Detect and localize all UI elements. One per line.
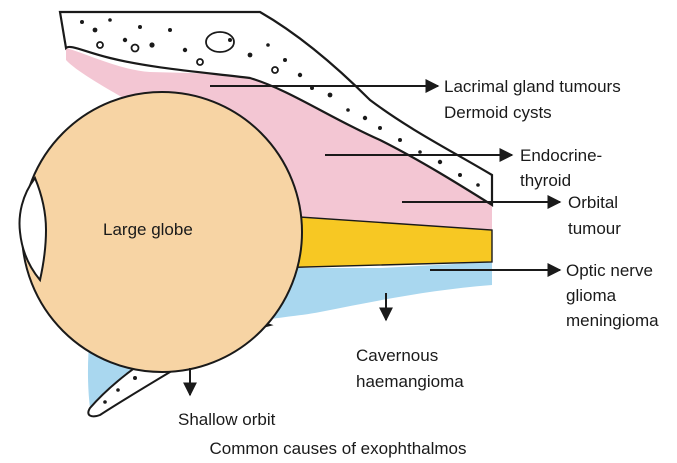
label-large-globe: Large globe bbox=[103, 220, 193, 239]
label-meningioma: meningioma bbox=[566, 311, 659, 330]
label-tumour: tumour bbox=[568, 219, 621, 238]
label-orbital: Orbital bbox=[568, 193, 618, 212]
label-optic-nerve: Optic nerve bbox=[566, 261, 653, 280]
label-lacrimal-gland-tumours: Lacrimal gland tumours bbox=[444, 77, 621, 96]
figure-caption: Common causes of exophthalmos bbox=[209, 439, 466, 458]
label-endocrine: Endocrine- bbox=[520, 146, 602, 165]
label-glioma: glioma bbox=[566, 286, 617, 305]
label-thyroid: thyroid bbox=[520, 171, 571, 190]
label-shallow-orbit: Shallow orbit bbox=[178, 410, 276, 429]
label-haemangioma: haemangioma bbox=[356, 372, 464, 391]
label-cavernous: Cavernous bbox=[356, 346, 438, 365]
label-dermoid-cysts: Dermoid cysts bbox=[444, 103, 552, 122]
